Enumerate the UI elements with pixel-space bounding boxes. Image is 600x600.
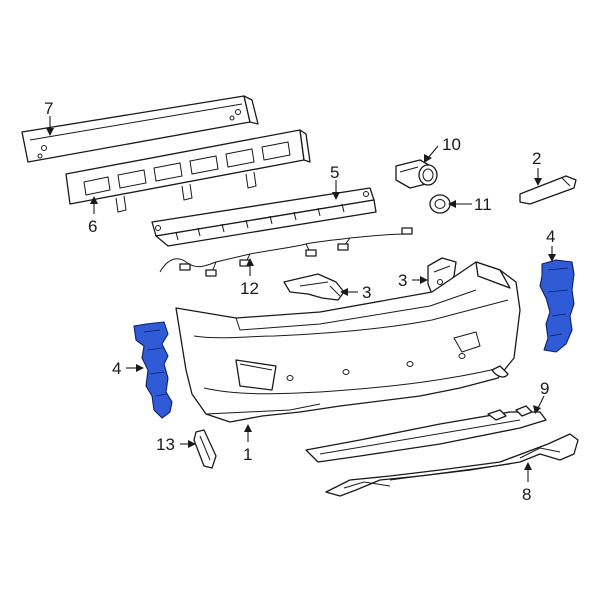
part-8-diffuser[interactable] [325,433,579,497]
part-10-park-sensor[interactable] [395,159,438,189]
callout-3-left: 3 [362,283,371,302]
part-3-bracket-left[interactable] [283,273,345,301]
callout-8: 8 [522,485,531,504]
callout-11: 11 [474,195,492,214]
callout-3-right: 3 [398,271,407,290]
callout-labels: 7 6 5 10 11 2 4 12 3 3 4 9 1 13 8 [44,99,555,504]
callout-4-right: 4 [546,227,555,246]
callout-6: 6 [88,217,97,236]
callout-leaders [46,116,556,482]
part-2-bracket[interactable] [519,175,577,205]
part-5-bracket-rail[interactable] [151,187,377,247]
callout-5: 5 [330,163,339,182]
part-7-reinforcement-beam[interactable] [21,95,259,163]
callout-10: 10 [442,135,461,154]
callout-7: 7 [44,99,53,118]
callout-2: 2 [532,149,541,168]
part-6-energy-absorber[interactable] [65,129,311,213]
part-9-lower-valance[interactable] [305,405,547,463]
callout-1: 1 [243,445,252,464]
part-1-bumper-cover[interactable] [175,261,521,423]
callout-4-left: 4 [112,359,121,378]
callout-12: 12 [240,279,259,298]
part-11-sensor-ring[interactable] [429,194,451,214]
callout-9: 9 [540,379,549,398]
part-4-bumper-bracket-left-highlighted[interactable] [133,321,173,419]
part-4-bumper-bracket-right-highlighted[interactable] [539,259,575,353]
callout-13: 13 [156,435,175,454]
part-13-reflector[interactable] [193,429,217,469]
